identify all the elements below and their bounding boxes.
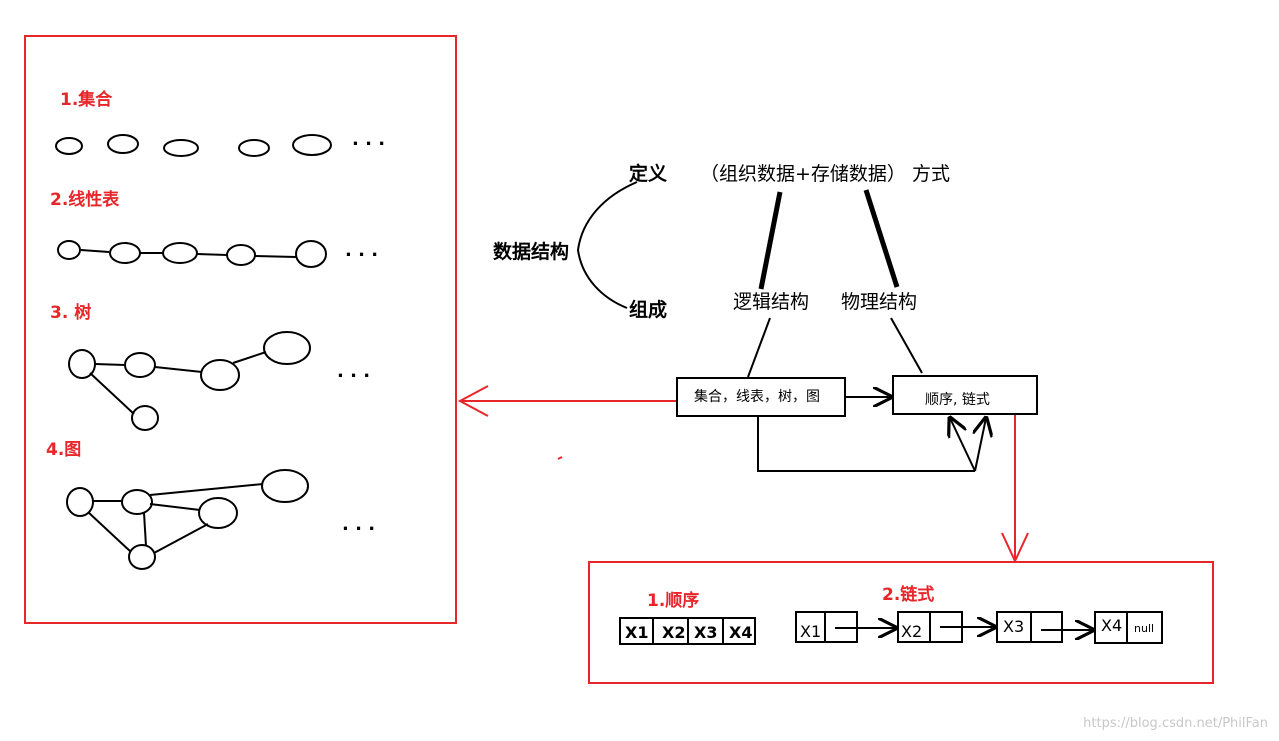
sequential-cell-3: X3	[694, 623, 717, 642]
composition-label: 组成	[629, 298, 667, 321]
linked-node-1-value: X1	[800, 622, 821, 641]
logical-to-physical-loop	[757, 416, 975, 472]
definition-text: （组织数据+存储数据） 方式	[700, 163, 950, 185]
physical-box-text: 顺序, 链式	[925, 392, 990, 408]
to-left-panel-arrow-head	[457, 385, 489, 417]
tree-title: 3. 树	[50, 303, 91, 323]
graph-illustration	[66, 469, 309, 570]
loop-arrow-b	[975, 418, 986, 472]
stray-red-mark	[557, 456, 563, 460]
store-to-physical-line	[863, 189, 900, 288]
loop-arrow-a	[950, 418, 976, 472]
set-illustration	[55, 134, 332, 157]
tree-ellipsis: . . .	[337, 361, 370, 382]
root-brace	[576, 181, 638, 309]
sequential-cell-2: X2	[662, 623, 685, 642]
logical-label: 逻辑结构	[733, 291, 809, 313]
watermark: https://blog.csdn.net/PhilFan	[1083, 716, 1268, 731]
linked-node-3-value: X3	[1003, 617, 1024, 636]
set-ellipsis: . . .	[352, 129, 385, 150]
linked-node-2-value: X2	[901, 622, 922, 641]
left-panel-frame	[24, 35, 457, 624]
physical-to-box-line	[890, 317, 923, 374]
sequential-array	[619, 617, 756, 645]
linear-ellipsis: . . .	[345, 240, 378, 261]
tree-illustration	[68, 331, 311, 431]
physical-label: 物理结构	[841, 291, 917, 313]
logical-to-box-line	[747, 317, 771, 378]
linked-title: 2.链式	[882, 584, 934, 605]
sequential-title: 1.顺序	[647, 590, 699, 611]
linked-node-3	[996, 611, 1063, 643]
set-title: 1.集合	[60, 89, 113, 110]
graph-title: 4.图	[46, 440, 81, 460]
sequential-cell-4: X4	[729, 623, 752, 642]
logical-box-text: 集合，线表，树，图	[694, 388, 820, 405]
sequential-cell-1: X1	[625, 623, 648, 642]
physical-box	[892, 375, 1038, 415]
bottom-panel-frame	[588, 561, 1214, 684]
graph-ellipsis: . . .	[342, 514, 375, 535]
null-label: null	[1134, 622, 1154, 635]
definition-label: 定义	[629, 162, 667, 185]
linked-node-4-value: X4	[1101, 616, 1122, 635]
linked-node-4	[1094, 611, 1163, 644]
linear-list-illustration	[57, 240, 327, 268]
root-label: 数据结构	[493, 240, 569, 263]
linear-title: 2.线性表	[50, 189, 120, 210]
org-to-logical-line	[758, 191, 783, 290]
